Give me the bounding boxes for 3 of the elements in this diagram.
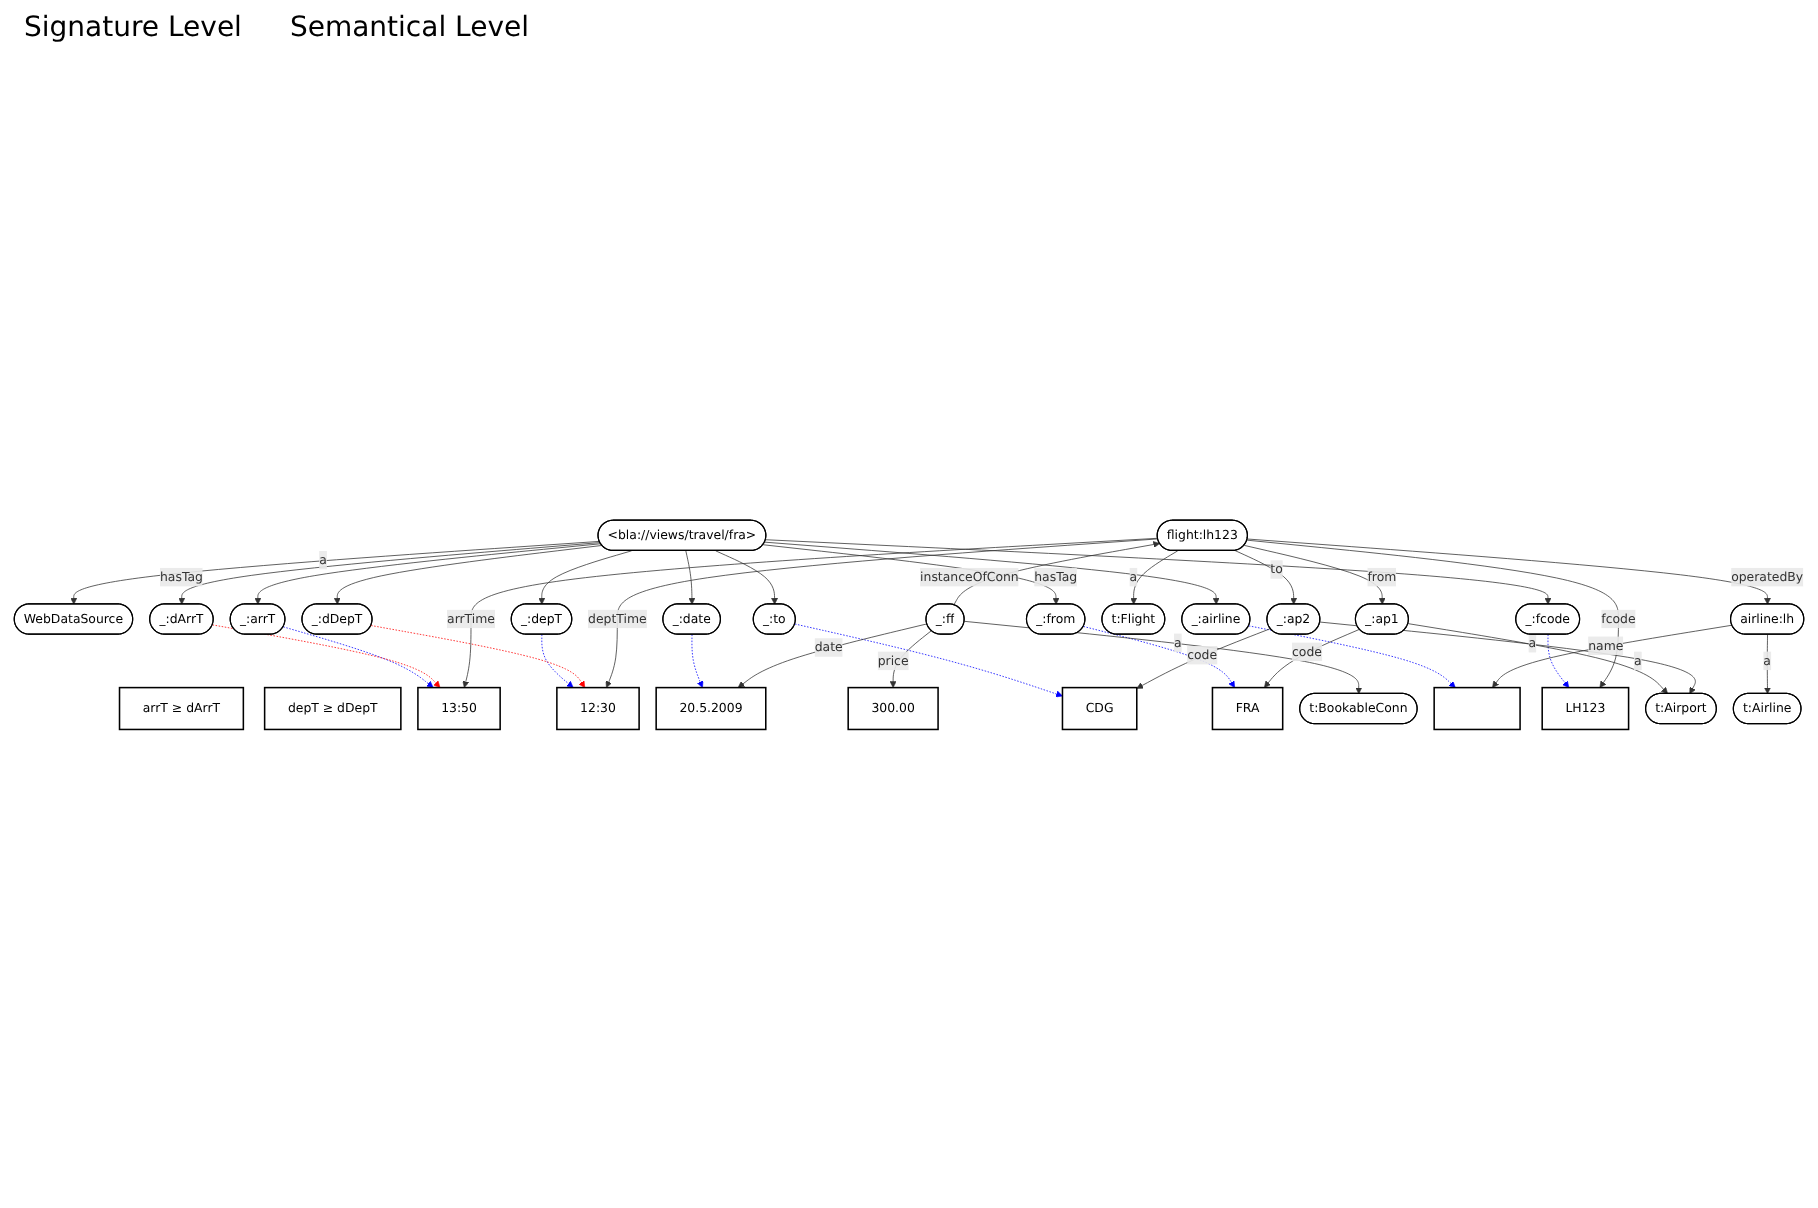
- node-box: [1433, 686, 1521, 730]
- level-label: Signature Level: [24, 12, 242, 44]
- level-label: Semantical Level: [289, 12, 529, 44]
